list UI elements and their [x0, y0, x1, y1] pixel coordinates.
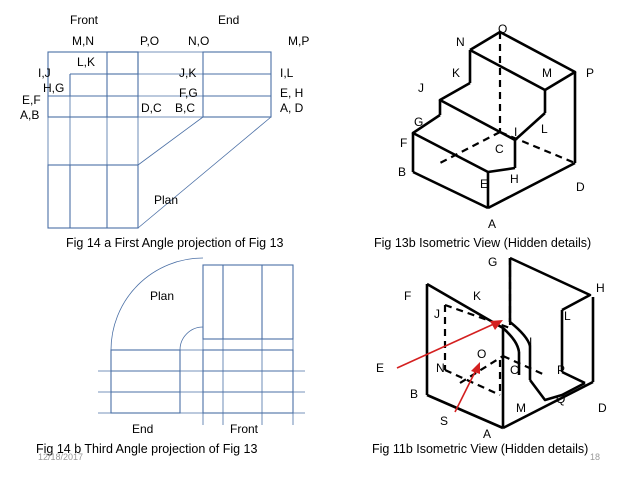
label-ad: A, D — [280, 101, 304, 115]
label-lk: L,K — [77, 55, 95, 69]
iso11-label-p: P — [557, 363, 565, 377]
iso13-label-h: H — [510, 172, 519, 186]
footer-page-number: 18 — [590, 452, 600, 462]
fig13b-caption: Fig 13b Isometric View (Hidden details) — [374, 236, 591, 250]
iso11-label-h: H — [596, 281, 605, 295]
fig13b-drawing — [411, 30, 577, 210]
iso13-label-n: N — [456, 35, 465, 49]
iso11-label-s: S — [440, 414, 448, 428]
fig11b-caption: Fig 11b Isometric View (Hidden details) — [372, 442, 588, 456]
iso13-label-b: B — [398, 165, 406, 179]
label-front: Front — [70, 13, 99, 27]
label-ab: A,B — [20, 108, 39, 122]
fig14b-labels: Plan End Front — [132, 289, 259, 436]
label-ij: I,J — [38, 66, 51, 80]
fig14a-drawing — [47, 51, 272, 229]
iso11-label-j: J — [434, 307, 440, 321]
label-mp: M,P — [288, 34, 309, 48]
label-mn: M,N — [72, 34, 94, 48]
label-dc: D,C — [141, 101, 162, 115]
iso11-label-c: C — [510, 363, 519, 377]
fig14b-label-front: Front — [230, 422, 259, 436]
label-eh: E, H — [280, 86, 303, 100]
fig14a-labels: Front End M,N P,O N,O M,P L,K I,J H,G E,… — [20, 13, 309, 207]
fig14a-plan-view — [47, 164, 139, 229]
iso13-label-g: G — [414, 115, 423, 129]
iso11-label-o: O — [477, 347, 486, 361]
iso13-label-l: L — [541, 122, 548, 136]
label-no: N,O — [188, 34, 209, 48]
iso11-label-k: K — [473, 289, 481, 303]
label-il: I,L — [280, 66, 294, 80]
label-hg: H,G — [43, 81, 64, 95]
label-po: P,O — [140, 34, 159, 48]
fig14b-label-plan: Plan — [150, 289, 174, 303]
fig14b-plan-view — [202, 264, 294, 340]
fig11b-labels: G F K H J L I O E N C P B M Q D S A — [376, 255, 607, 441]
fig14b-label-end: End — [132, 422, 153, 436]
fig14b-end-view — [110, 349, 181, 414]
iso13-label-m: M — [542, 66, 552, 80]
fig14b-drawing — [98, 257, 305, 425]
label-fg: F,G — [179, 86, 198, 100]
fig14a-front-step — [106, 51, 139, 75]
fig11b-arrows — [396, 320, 503, 413]
label-jk: J,K — [179, 66, 196, 80]
label-bc: B,C — [175, 101, 195, 115]
iso11-label-n: N — [436, 361, 445, 375]
iso11-label-g: G — [488, 255, 497, 269]
footer-date: 12/18/2017 — [38, 452, 83, 462]
iso11-label-b: B — [410, 387, 418, 401]
iso13-label-j: J — [418, 81, 424, 95]
iso11-label-i: I — [529, 335, 532, 349]
iso11-label-l: L — [564, 309, 571, 323]
label-end: End — [218, 13, 239, 27]
iso13-label-p: P — [586, 66, 594, 80]
iso13-label-o: O — [498, 22, 507, 36]
label-plan: Plan — [154, 193, 178, 207]
iso13-label-e: E — [480, 177, 488, 191]
iso13-label-a: A — [488, 217, 496, 231]
iso11-label-d: D — [598, 401, 607, 415]
fig14a-end-view — [202, 51, 272, 118]
iso13-label-k: K — [452, 66, 460, 80]
iso13-label-f: F — [400, 136, 407, 150]
label-ef: E,F — [22, 93, 41, 107]
iso11-label-f: F — [404, 289, 411, 303]
iso11-label-m: M — [516, 401, 526, 415]
iso11-label-q: Q — [556, 392, 565, 406]
fig14a-caption: Fig 14 a First Angle projection of Fig 1… — [66, 236, 284, 250]
fig13b-labels: N O K M P J G L I F C B E H D A — [398, 22, 594, 231]
fig14b-front-view — [202, 349, 294, 414]
fig11b-drawing — [425, 256, 595, 430]
iso13-label-c: C — [495, 142, 504, 156]
iso13-label-i: I — [514, 125, 517, 139]
iso13-label-d: D — [576, 180, 585, 194]
fig14b-caption: Fig 14 b Third Angle projection of Fig 1… — [36, 442, 257, 456]
iso11-label-a: A — [483, 427, 491, 441]
iso11-label-e: E — [376, 361, 384, 375]
